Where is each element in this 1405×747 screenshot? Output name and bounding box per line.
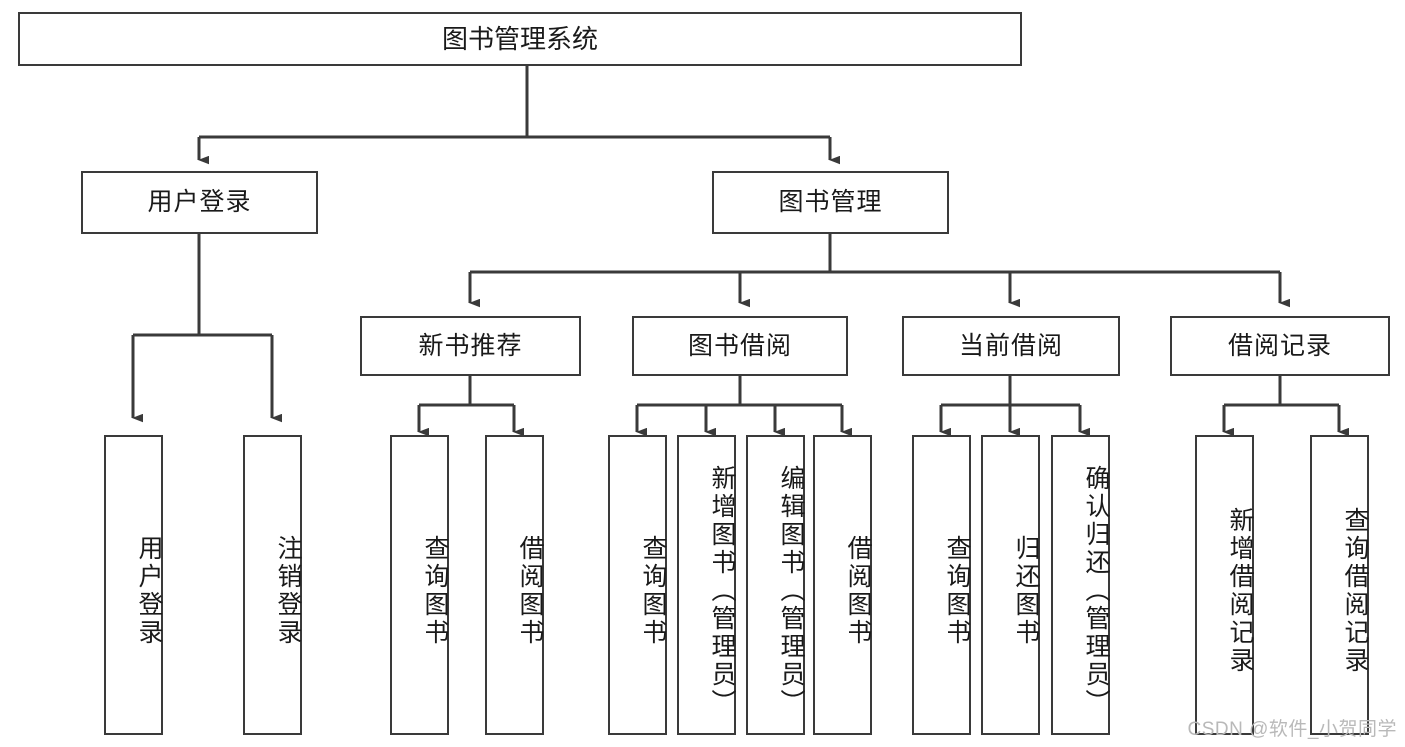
leaf-current-return-book[interactable]: 归还图书 [981,435,1040,735]
leaf-current-return-book-label: 归还图书 [1012,535,1040,647]
leaf-borrow-borrow-book-label: 借阅图书 [844,535,872,647]
node-borrow-record-label: 借阅记录 [1227,331,1332,360]
node-borrow-record[interactable]: 借阅记录 [1170,316,1390,376]
node-new-book-recommend[interactable]: 新书推荐 [360,316,581,376]
node-new-book-recommend-label: 新书推荐 [418,331,523,360]
leaf-record-add-record-label: 新增借阅记录 [1226,507,1254,675]
leaf-record-add-record[interactable]: 新增借阅记录 [1195,435,1254,735]
leaf-logout-label: 注销登录 [274,535,302,647]
leaf-user-login[interactable]: 用户登录 [104,435,163,735]
leaf-logout[interactable]: 注销登录 [243,435,302,735]
leaf-borrow-query-book[interactable]: 查询图书 [608,435,667,735]
leaf-current-query-book-label: 查询图书 [943,535,971,647]
node-current-borrow-label: 当前借阅 [958,331,1063,360]
leaf-record-query-record[interactable]: 查询借阅记录 [1310,435,1369,735]
node-user-login-label: 用户登录 [147,188,252,216]
leaf-borrow-edit-book-admin-label: 编辑图书（管理员） [777,465,805,717]
leaf-borrow-borrow-book[interactable]: 借阅图书 [813,435,872,735]
leaf-recommend-query-book-label: 查询图书 [421,535,449,647]
node-root-system[interactable]: 图书管理系统 [18,12,1022,66]
leaf-user-login-label: 用户登录 [135,535,163,647]
node-book-borrow-label: 图书借阅 [687,331,792,360]
leaf-current-confirm-return-admin[interactable]: 确认归还（管理员） [1051,435,1110,735]
leaf-recommend-borrow-book[interactable]: 借阅图书 [485,435,544,735]
watermark: CSDN @软件_小贺同学 [1187,719,1397,740]
leaf-recommend-borrow-book-label: 借阅图书 [516,535,544,647]
leaf-record-query-record-label: 查询借阅记录 [1341,507,1369,675]
leaf-borrow-query-book-label: 查询图书 [639,535,667,647]
leaf-borrow-add-book-admin-label: 新增图书（管理员） [708,465,736,717]
leaf-current-query-book[interactable]: 查询图书 [912,435,971,735]
node-user-login[interactable]: 用户登录 [81,171,318,234]
node-root-label: 图书管理系统 [441,24,598,54]
leaf-recommend-query-book[interactable]: 查询图书 [390,435,449,735]
node-current-borrow[interactable]: 当前借阅 [902,316,1120,376]
leaf-borrow-edit-book-admin[interactable]: 编辑图书（管理员） [746,435,805,735]
node-book-borrow[interactable]: 图书借阅 [632,316,848,376]
node-book-management-label: 图书管理 [778,188,883,216]
leaf-current-confirm-return-admin-label: 确认归还（管理员） [1082,465,1110,717]
leaf-borrow-add-book-admin[interactable]: 新增图书（管理员） [677,435,736,735]
node-book-management[interactable]: 图书管理 [712,171,949,234]
